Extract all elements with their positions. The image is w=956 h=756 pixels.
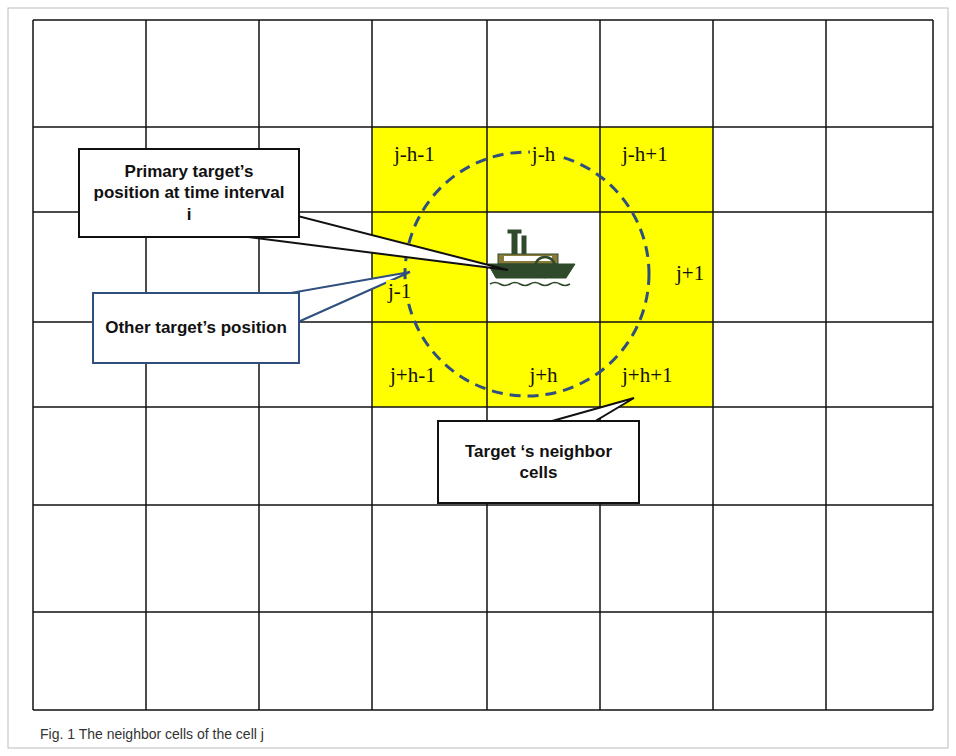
cell-label: j-h: [530, 143, 557, 166]
neighbor-cell: j-h-1: [372, 127, 487, 212]
callout-text: Other target’s position: [105, 317, 287, 338]
cell-label: j+h: [527, 364, 559, 387]
neighbor-cell: j-1: [372, 212, 487, 322]
callout-box: Primary target’s position at time interv…: [78, 148, 300, 238]
neighbor-cell: j+h-1: [372, 322, 487, 407]
callout-box: Other target’s position: [92, 292, 300, 364]
neighbor-fill: [372, 127, 713, 407]
cell-label: j-h+1: [620, 143, 670, 166]
neighbor-cell: j+h: [487, 322, 600, 407]
figure-caption: Fig. 1 The neighbor cells of the cell j: [40, 726, 264, 742]
cell-label: j-1: [386, 280, 413, 303]
ship-icon: [488, 230, 575, 286]
cell-label: j+h+1: [620, 364, 675, 387]
callout-box: Target ‘s neighbor cells: [437, 420, 640, 504]
cell-label: j+h-1: [388, 364, 438, 387]
neighbor-cell: j-h+1: [600, 127, 713, 212]
neighbor-cell: j+h+1: [600, 322, 713, 407]
center-cell: [487, 212, 600, 322]
neighbor-cell: j+1: [600, 212, 713, 322]
cell-label: j+1: [674, 262, 706, 285]
grid-lines: [33, 20, 933, 710]
range-circle: [405, 152, 649, 396]
figure-frame: [8, 8, 948, 748]
callout-text: Target ‘s neighbor cells: [449, 441, 628, 484]
callout-text: Primary target’s position at time interv…: [90, 161, 288, 225]
cell-label: j-h-1: [392, 143, 437, 166]
neighbor-cell: j-h: [487, 127, 600, 212]
